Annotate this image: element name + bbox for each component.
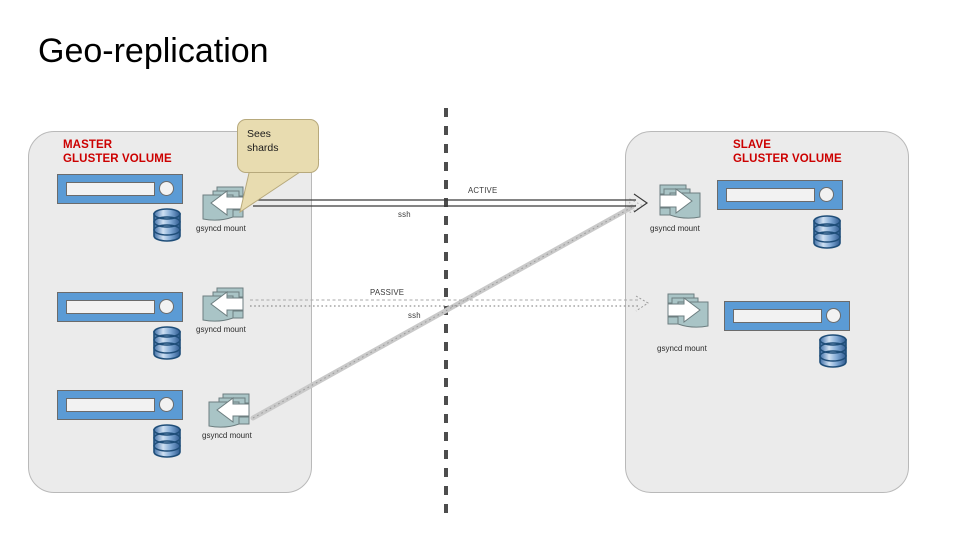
master-node-2-database-icon <box>152 326 182 360</box>
slave-node-1-gsyncd-mount-label: gsyncd mount <box>650 224 700 233</box>
master-node-3-gsyncd-mount-icon <box>205 391 257 433</box>
server-slot <box>726 188 815 202</box>
passive-connector-label: PASSIVE <box>370 288 405 297</box>
slave-node-1-gsyncd-mount-icon <box>652 182 704 224</box>
slave-node-1-database-icon <box>812 215 842 249</box>
slave-node-1-server-icon <box>717 180 843 210</box>
server-slot <box>66 300 155 314</box>
master-panel-title: MASTER GLUSTER VOLUME <box>63 139 172 165</box>
master-node-2-gsyncd-mount-label: gsyncd mount <box>196 325 246 334</box>
master-node-3-gsyncd-mount-label: gsyncd mount <box>202 431 252 440</box>
server-slot <box>66 182 155 196</box>
slave-node-2-gsyncd-mount-label: gsyncd mount <box>657 344 707 353</box>
page-title: Geo-replication <box>38 32 269 70</box>
master-node-1-database-icon <box>152 208 182 242</box>
server-slot <box>733 309 822 323</box>
sees-shards-callout <box>237 119 319 173</box>
server-led <box>159 181 174 196</box>
slave-node-2-database-icon <box>818 334 848 368</box>
master-node-1-gsyncd-mount-icon <box>199 184 251 226</box>
active-connector-label: ACTIVE <box>468 186 498 195</box>
server-led <box>159 397 174 412</box>
master-node-2-gsyncd-mount-icon <box>199 285 251 327</box>
passive-connector-protocol-label: ssh <box>408 311 421 320</box>
master-node-3-server-icon <box>57 390 183 420</box>
master-node-1-gsyncd-mount-label: gsyncd mount <box>196 224 246 233</box>
master-node-3-database-icon <box>152 424 182 458</box>
slave-panel-title: SLAVE GLUSTER VOLUME <box>733 139 842 165</box>
master-node-1-server-icon <box>57 174 183 204</box>
slave-node-2-gsyncd-mount-icon <box>660 291 712 333</box>
server-led <box>159 299 174 314</box>
server-slot <box>66 398 155 412</box>
server-led <box>826 308 841 323</box>
server-led <box>819 187 834 202</box>
sees-shards-callout-text: Sees shards <box>247 128 279 154</box>
active-connector-protocol-label: ssh <box>398 210 411 219</box>
master-node-2-server-icon <box>57 292 183 322</box>
slave-node-2-server-icon <box>724 301 850 331</box>
